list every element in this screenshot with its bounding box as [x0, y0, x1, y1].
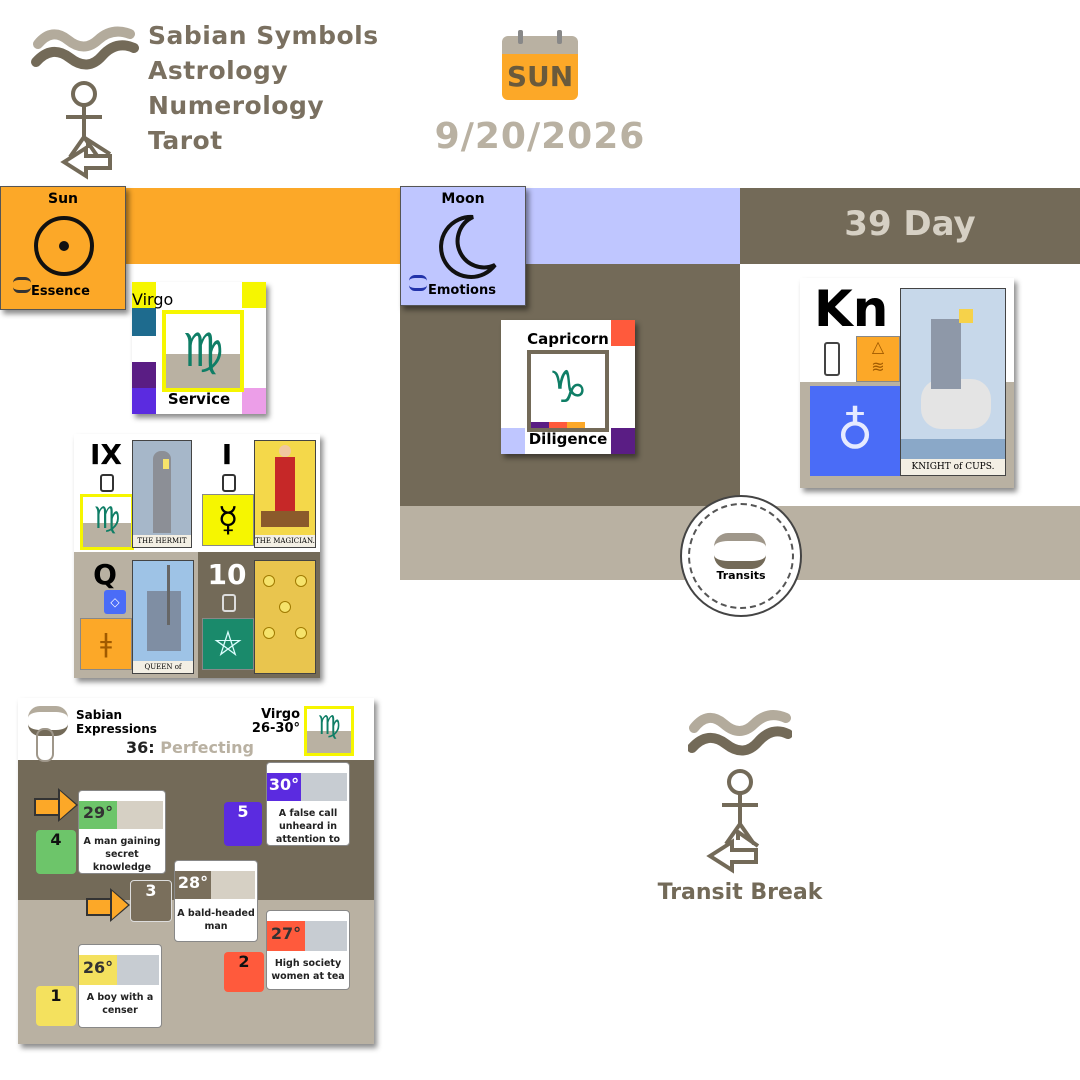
sun-label: Sun: [47, 191, 79, 207]
numerology-mini-icon: [100, 474, 114, 492]
sign-quality: Diligence: [528, 430, 608, 448]
brand-logo: [30, 22, 142, 187]
day-band: [740, 188, 1080, 264]
sabian-sign-range: Virgo 26-30°: [251, 707, 300, 736]
sabian-panel: Sabian Expressions 36: Perfecting Virgo …: [18, 698, 374, 1044]
moon-label: Moon: [441, 191, 485, 207]
sun-glyph-icon: [34, 216, 94, 276]
sign-name: Virgo: [132, 290, 174, 309]
sabian-number-3: 3: [130, 880, 172, 922]
numerology-mini-icon: [222, 474, 236, 492]
sword-icon[interactable]: ǂ: [80, 618, 132, 670]
tarot-number: IX: [89, 438, 122, 471]
weekday-label: SUN: [506, 60, 574, 93]
air-element-icon: ◇: [104, 590, 126, 614]
pointer-arrow-icon: [86, 888, 130, 922]
date-label: 9/20/2026: [434, 116, 646, 157]
numerology-mini-icon: [222, 594, 236, 612]
sabian-number-5: 5: [224, 802, 262, 846]
sabian-number-4: 4: [36, 830, 76, 874]
capricorn-glyph-icon: ♑: [548, 362, 588, 413]
sabian-card-28[interactable]: 28° A bald-headed man: [174, 860, 258, 942]
pentacle-icon[interactable]: ⛤: [202, 618, 254, 670]
sabian-number-1: 1: [36, 986, 76, 1026]
tarot-card-ten-of-pentacles[interactable]: [254, 560, 316, 674]
title-block: Sabian Symbols Astrology Numerology Taro…: [148, 18, 388, 158]
transit-break-label: Transit Break: [657, 880, 823, 905]
sun-caption: Essence: [31, 284, 90, 299]
transits-label: Transits: [716, 569, 766, 582]
moon-tarot-block: Kn △≋ ♁ KNIGHT of CUPS.: [800, 278, 1014, 488]
tarot-number: Kn: [814, 280, 889, 338]
tarot-card-knight-of-cups[interactable]: KNIGHT of CUPS.: [900, 288, 1006, 476]
moon-panel[interactable]: Moon Emotions: [400, 186, 526, 306]
wave-mini-icon: [13, 277, 31, 293]
sabian-theme: 36: Perfecting: [126, 738, 254, 757]
water-air-element-icon: △≋: [856, 336, 900, 382]
tarot-number: 10: [207, 558, 247, 591]
cup-icon[interactable]: ♁: [810, 386, 900, 476]
tarot-number: Q: [93, 558, 117, 591]
tarot-card-magician[interactable]: THE MAGICIAN.: [254, 440, 316, 548]
sabian-card-27[interactable]: 27° High society women at tea: [266, 910, 350, 990]
sabian-card-29[interactable]: 29° A man gaining secret knowledge from …: [78, 790, 166, 874]
tarot-number: I: [221, 438, 233, 471]
sun-tarot-block: IX ♍ THE HERMIT I ☿ THE MAGICIAN. Q ◇ ǂ …: [74, 434, 320, 678]
sabian-title: Sabian Expressions: [76, 708, 157, 736]
moon-sign-card[interactable]: Capricorn ♑ Diligence: [501, 320, 635, 454]
sabian-wave-icon: [31, 26, 139, 180]
virgo-glyph-icon[interactable]: ♍: [304, 706, 354, 756]
title-line-2: Astrology: [148, 56, 289, 85]
calendar-icon: SUN: [502, 30, 578, 100]
day-counter: 39 Day: [844, 204, 976, 244]
virgo-glyph-icon[interactable]: ♍: [80, 494, 134, 550]
sign-quality: Service: [167, 390, 231, 408]
wave-mini-icon: [409, 275, 427, 291]
sign-name: Capricorn: [527, 330, 609, 348]
title-line-3: Numerology: [148, 91, 325, 120]
title-line-1: Sabian Symbols: [148, 21, 379, 50]
virgo-glyph-icon: ♍: [182, 323, 224, 377]
transits-badge[interactable]: Transits: [680, 495, 802, 617]
title-line-4: Tarot: [148, 126, 223, 155]
sun-sign-card[interactable]: Virgo ♍ Service: [132, 282, 266, 414]
transit-break-logo: [687, 706, 793, 876]
sabian-wave-icon: [714, 533, 766, 569]
sun-panel[interactable]: Sun Essence: [0, 186, 126, 310]
tarot-card-queen-of-swords[interactable]: QUEEN of SWORDS.: [132, 560, 194, 674]
sabian-card-26[interactable]: 26° A boy with a censer: [78, 944, 162, 1028]
mercury-glyph-icon[interactable]: ☿: [202, 494, 254, 546]
sabian-number-2: 2: [224, 952, 264, 992]
sabian-card-30[interactable]: 30° A false call unheard in attention to…: [266, 762, 350, 846]
pointer-arrow-icon: [34, 788, 78, 822]
moon-caption: Emotions: [428, 283, 496, 298]
numerology-mini-icon: [824, 342, 840, 376]
tarot-card-hermit[interactable]: THE HERMIT: [132, 440, 192, 548]
sabian-wave-icon: [687, 710, 793, 874]
moon-glyph-icon: [439, 214, 497, 279]
stick-figure-icon: [36, 728, 54, 762]
